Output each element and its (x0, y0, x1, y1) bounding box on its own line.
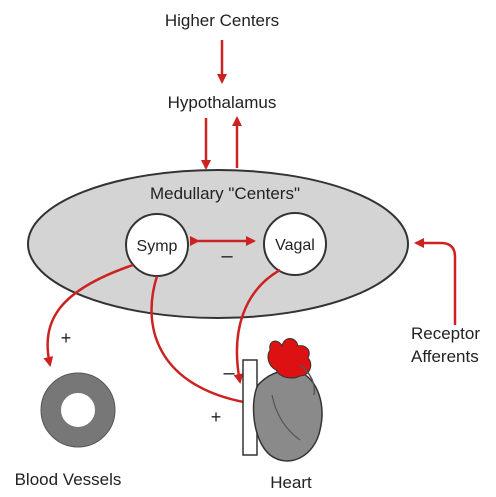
symp-vagal-inhibition-sign: – (221, 245, 233, 267)
vagal-label: Vagal (275, 237, 315, 254)
vagal-to-heart-sign: – (223, 362, 235, 384)
symp-to-heart-sign: + (211, 407, 222, 427)
blood-vessels-label: Blood Vessels (15, 470, 122, 489)
afferents-label: Afferents (411, 347, 479, 366)
heart-icon (243, 339, 322, 461)
higher-centers-label: Higher Centers (165, 11, 279, 30)
receptor-label: Receptor (411, 324, 480, 343)
symp-label: Symp (137, 238, 178, 255)
hypothalamus-label: Hypothalamus (168, 93, 277, 112)
receptor-afferents-arrow (416, 243, 455, 325)
symp-to-vessels-sign: + (61, 328, 72, 348)
heart-label: Heart (270, 473, 312, 492)
blood-vessel-ring-icon (51, 383, 105, 437)
medullary-centers-label: Medullary "Centers" (150, 184, 300, 203)
